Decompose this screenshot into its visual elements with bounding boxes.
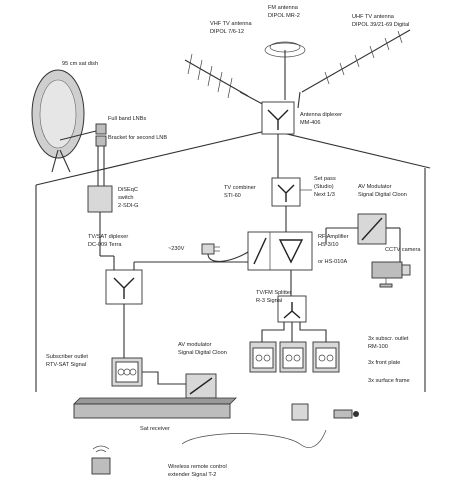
set-pass-label: Set pass [314,176,336,182]
rf-amplifier-model: HS-3/10 [318,242,339,248]
av-modulator-bottom-symbol [189,377,213,395]
subscriber-outlet-left [111,357,143,387]
cctv-camera-icon [371,261,411,288]
av-modulator-bottom-label: AV modulator [178,342,212,348]
cctv-camera-label: CCTV camera [385,247,421,253]
set-pass-label-2: (Studio) [314,184,334,190]
splitter-out-3 [299,322,327,342]
diseqc-switch-box [87,185,113,213]
tvfm-splitter-model: R-3 Signal [256,298,282,304]
tvsat-diplexer-symbol [113,277,135,299]
subscriber-outlet-left-model: RTV-SAT Signal [46,362,86,368]
set-pass-model: Next 1/3 [314,192,335,198]
rf-amplifier-psu-symbol [253,237,267,265]
outlet-to-modulator-cable [142,371,186,385]
av-modulator-bottom-model: Signal Digital Cloon [178,350,227,356]
fm-antenna-model: DIPOL MR-2 [268,13,300,19]
sat-receiver-icon [73,397,237,419]
vhf-antenna-label: VHF TV antenna [210,21,252,27]
surface-frame-label: 3x surface frame [368,378,410,384]
tvsat-diplexer-model: DC-009 Terra [88,242,122,248]
uhf-antenna-model: DIPOL 39/21-69 Digital [352,22,409,28]
vhf-antenna-model: DIPOL 7/6-12 [210,29,244,35]
diseqc-switch-label-2: switch [118,195,134,201]
tvsat-diplexer-label: TV/SAT diplexer [88,234,128,240]
av-modulator-top-symbol [361,217,383,241]
extender-unit-icon [291,403,309,421]
power-plug-icon [201,243,249,262]
outlet-2 [279,341,307,373]
rf-amplifier-alt: or HS-010A [318,259,347,265]
outlet-1 [249,341,277,373]
subscriber-outlet-right-label: 3x subscr. outlet [368,336,409,342]
remote-extender-model: extender Signal T-2 [168,472,216,478]
house-roof [35,129,431,186]
subscriber-outlet-left-label: Subscriber outlet [46,354,88,360]
wireless-remote-icon [91,445,111,475]
remote-extender-label: Wireless remote control [168,464,227,470]
vhf-antenna-icon [184,53,271,109]
sat-receiver-label: Sat receiver [140,426,170,432]
diseqc-switch-label: DiSEqC [118,187,138,193]
subscriber-outlet-right-model: RM-100 [368,344,388,350]
extender-cable [181,429,327,448]
uhf-antenna-icon [297,29,411,109]
rf-amplifier-box [247,231,313,271]
tvfm-splitter-label: TV/FM Splitter [256,290,292,296]
tvfm-splitter-symbol [283,302,301,319]
full-band-lnbs-label: Full band LNBs [108,116,146,122]
front-plate-label: 3x front plate [368,360,400,366]
splitter-out-1 [261,322,285,342]
amplifier-triangle-icon [278,239,304,264]
antenna-diplexer-label: Antenna diplexer [300,112,342,118]
tv-combiner-label: TV combiner [224,185,256,191]
fm-antenna-icon [264,41,306,100]
diseqc-switch-model: 2-SDI-G [118,203,139,209]
sat-dish-label: 95 cm sat dish [62,61,98,67]
extender-eye-icon [333,409,359,419]
outlet-3 [312,341,340,373]
antenna-diplexer-symbol [267,109,289,130]
bracket-label: Bracket for second LNB [108,135,167,141]
fm-antenna-label: FM antenna [268,5,299,11]
av-modulator-top-model: Signal Digital Cloon [358,192,407,198]
av-modulator-top-label: AV Modulator [358,184,392,190]
antenna-diplexer-model: MM-406 [300,120,321,126]
tv-combiner-model: STI-60 [224,193,241,199]
voltage-label: ~230V [168,246,185,252]
satellite-dish-icon [31,69,107,173]
uhf-antenna-label: UHF TV antenna [352,14,395,20]
tv-combiner-symbol [277,184,295,202]
rf-amplifier-label: RF Amplifier [318,234,349,240]
